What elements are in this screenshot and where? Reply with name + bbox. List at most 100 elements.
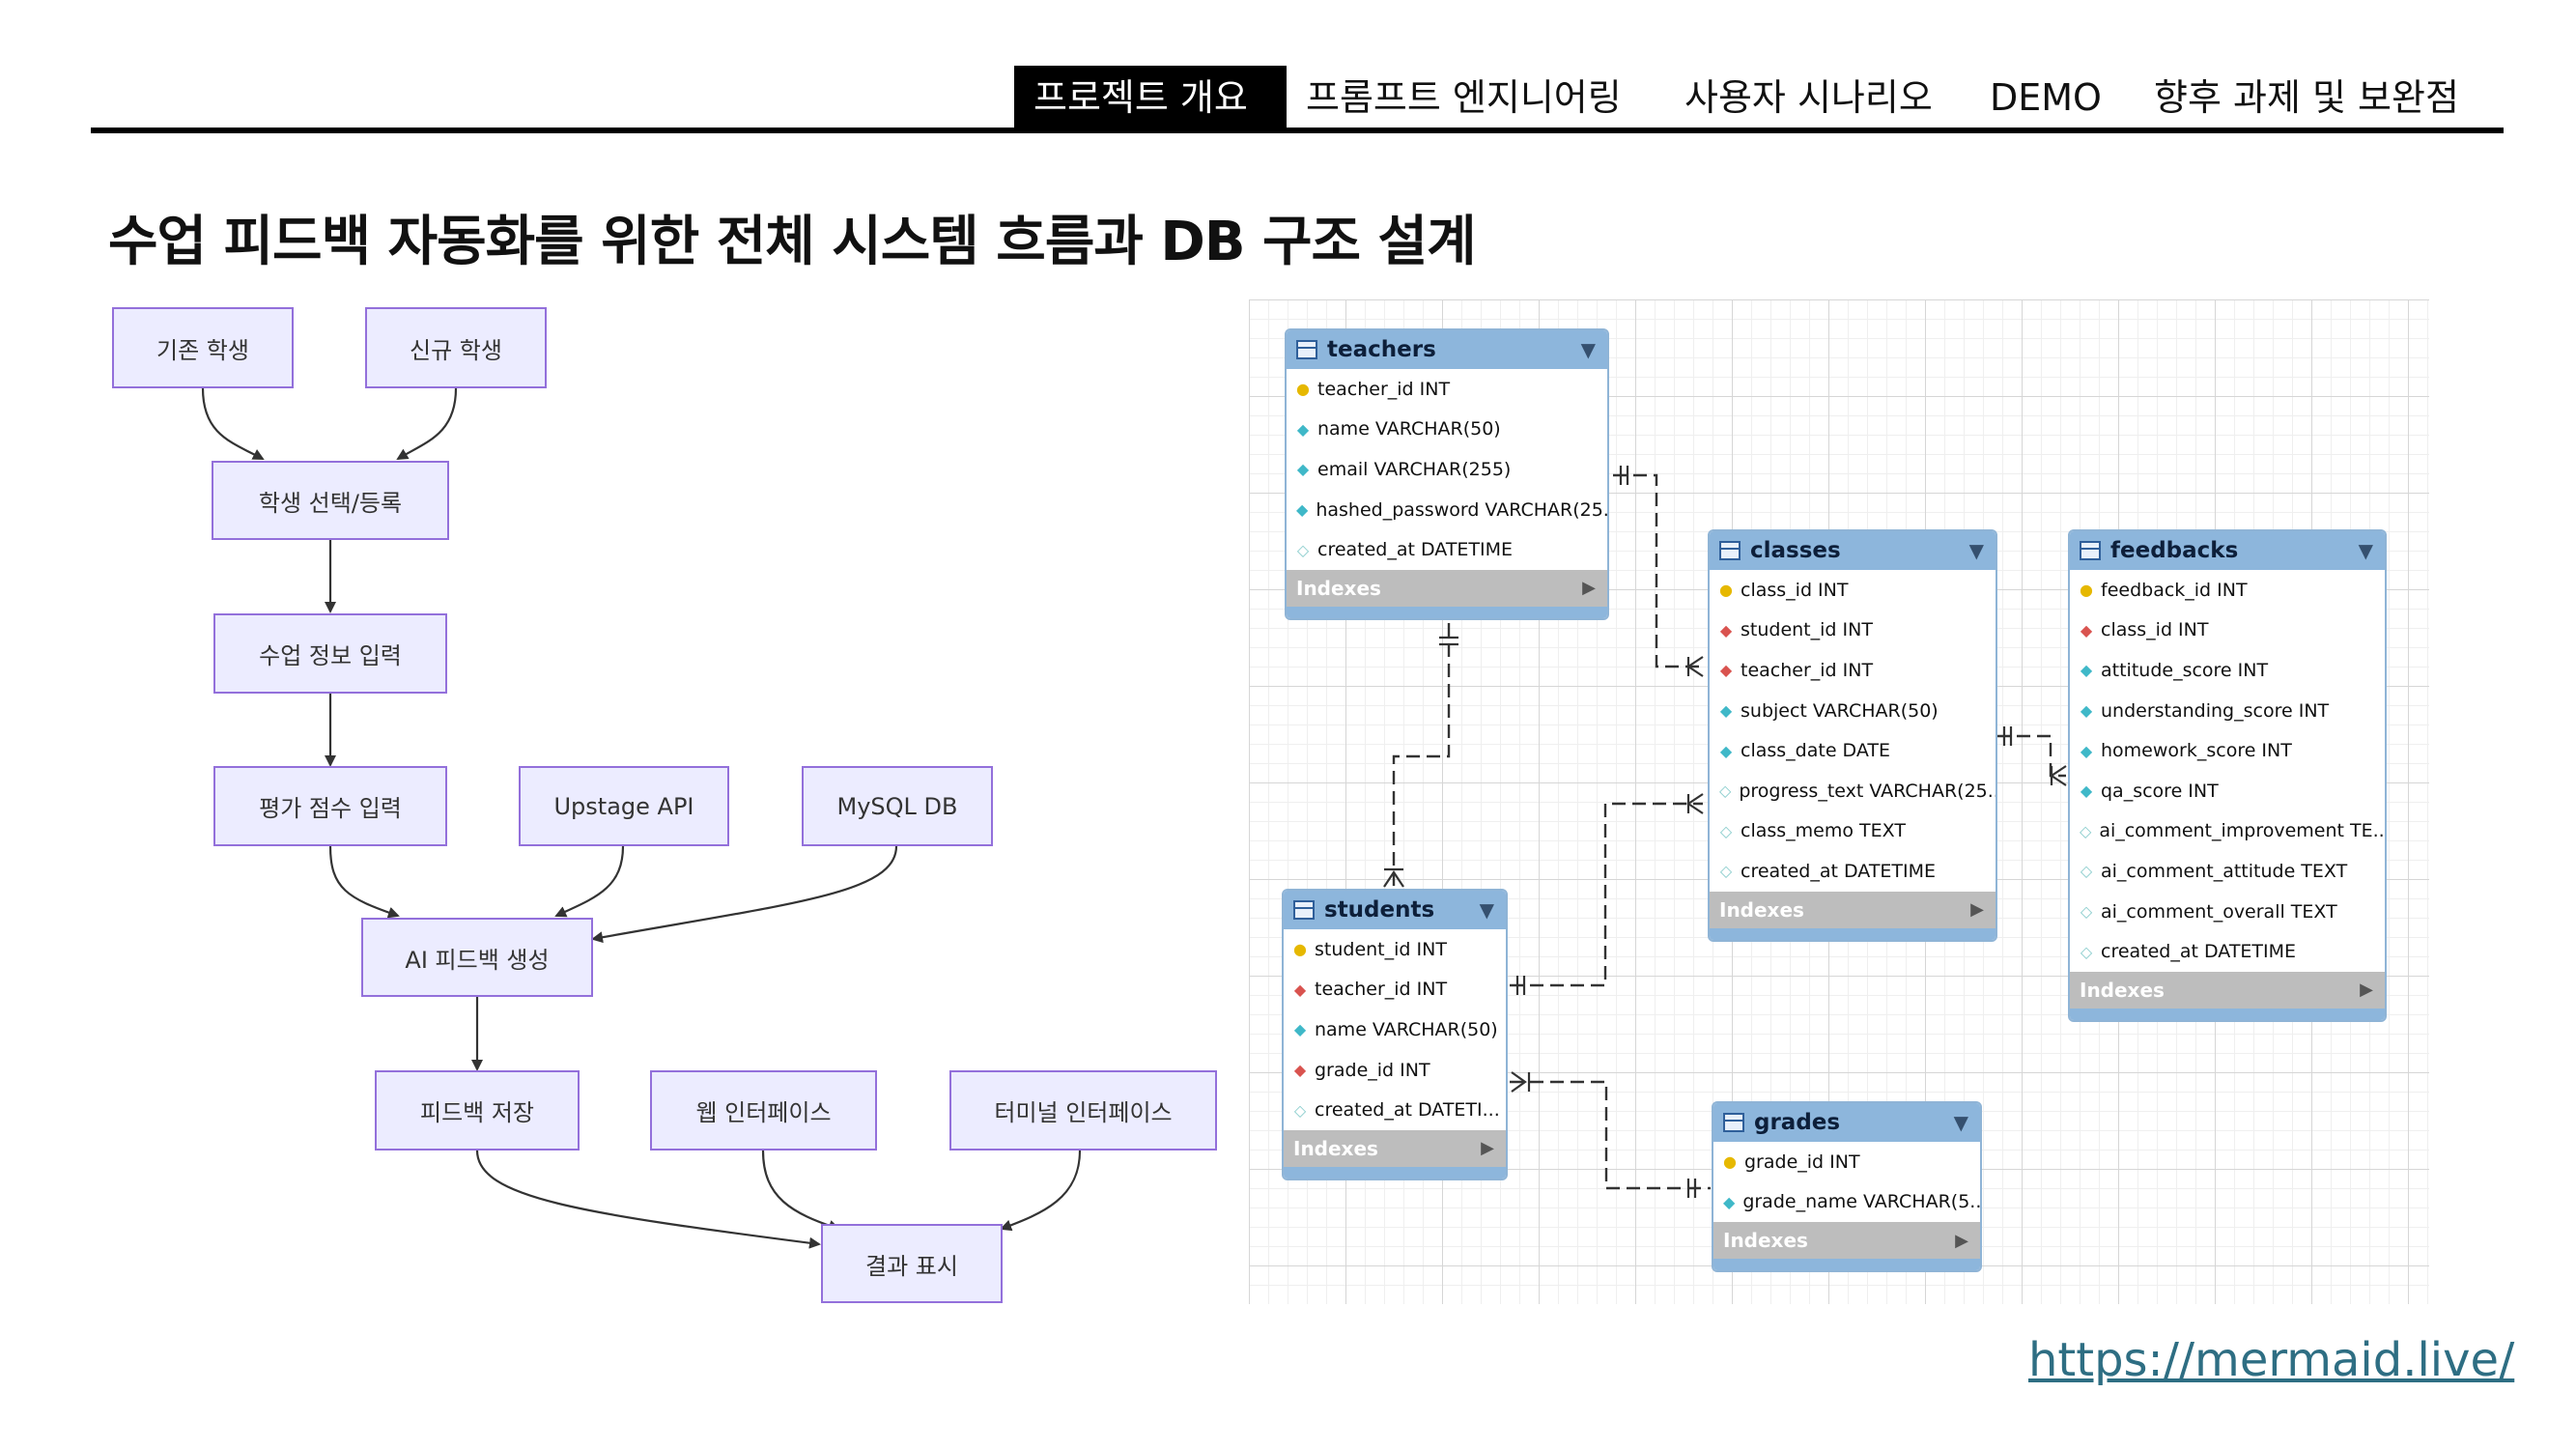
primary-key-icon: ● (1296, 380, 1310, 399)
er-table-footer (1284, 1166, 1506, 1179)
edge-upstage-ai (554, 845, 625, 918)
er-table-header: classes ▼ (1710, 531, 1996, 570)
er-table-header: feedbacks ▼ (2070, 531, 2385, 570)
er-table-footer (2070, 1008, 2385, 1020)
er-table-footer (1287, 606, 1607, 618)
node-class-info: 수업 정보 입력 (213, 613, 447, 694)
rel-teachers-classes (1613, 473, 1703, 668)
table-icon (1723, 1113, 1744, 1132)
er-column: ◇ai_comment_attitude TEXT (2080, 860, 2348, 882)
er-column: ◇progress_text VARCHAR(25... (1719, 780, 1996, 802)
column-icon: ◆ (2080, 661, 2093, 680)
er-column: ●student_id INT (1293, 938, 1447, 960)
mermaid-link[interactable]: https://mermaid.live/ (2028, 1333, 2515, 1387)
er-column: ●grade_id INT (1723, 1151, 1860, 1173)
er-column: ◆hashed_password VARCHAR(25... (1296, 498, 1607, 521)
er-table-teachers: teachers ▼ ●teacher_id INT ◆name VARCHAR… (1285, 328, 1609, 620)
er-column: ◆attitude_score INT (2080, 659, 2269, 681)
primary-key-icon: ● (2080, 581, 2093, 600)
er-column: ◆understanding_score INT (2080, 699, 2330, 722)
nav-tab-overview[interactable]: 프로젝트 개요 (1014, 66, 1287, 129)
edge-new-select (396, 387, 458, 461)
er-column: ◆name VARCHAR(50) (1293, 1018, 1498, 1040)
er-column: ◆grade_id INT (1293, 1059, 1430, 1081)
er-table-name: grades (1754, 1110, 1841, 1135)
primary-key-icon: ● (1723, 1152, 1737, 1172)
node-result-display: 결과 표시 (821, 1224, 1003, 1303)
er-column: ◆qa_score INT (2080, 780, 2219, 802)
collapse-arrow-icon[interactable]: ▼ (1968, 539, 1984, 562)
column-icon: ◆ (1296, 460, 1310, 479)
nullable-column-icon: ◇ (1719, 862, 1733, 881)
er-indexes-row[interactable]: Indexes▶ (1284, 1129, 1506, 1167)
table-icon (1293, 900, 1315, 920)
er-indexes-row[interactable]: Indexes▶ (2070, 971, 2385, 1009)
node-ai-feedback: AI 피드백 생성 (361, 918, 593, 997)
node-score-input: 평가 점수 입력 (213, 766, 447, 846)
rel-students-grades (1510, 1080, 1711, 1190)
er-column: ◆email VARCHAR(255) (1296, 458, 1512, 480)
er-column: ◆teacher_id INT (1719, 659, 1874, 681)
er-table-name: students (1324, 897, 1435, 923)
nullable-column-icon: ◇ (2080, 902, 2093, 922)
er-indexes-row[interactable]: Indexes▶ (1713, 1222, 1980, 1260)
nav-tab-prompt-engineering[interactable]: 프롬프트 엔지니어링 (1306, 76, 1622, 119)
expand-arrow-icon: ▶ (1970, 899, 1984, 921)
rel-classes-feedbacks (1996, 734, 2066, 778)
er-indexes-row[interactable]: Indexes▶ (1287, 569, 1607, 607)
expand-arrow-icon: ▶ (1582, 578, 1596, 599)
column-icon: ◆ (1719, 741, 1733, 760)
nullable-column-icon: ◇ (1719, 781, 1732, 801)
column-icon: ◆ (1296, 419, 1310, 439)
node-student-select: 학생 선택/등록 (212, 461, 449, 540)
nullable-column-icon: ◇ (1296, 540, 1310, 559)
table-icon (1296, 340, 1317, 359)
foreign-key-icon: ◆ (1719, 620, 1733, 639)
er-column: ◇ai_comment_improvement TE... (2080, 820, 2385, 842)
nav-tab-future-work[interactable]: 향후 과제 및 보완점 (2154, 76, 2459, 119)
node-existing-student: 기존 학생 (112, 307, 294, 388)
column-icon: ◆ (2080, 701, 2093, 721)
er-table-header: teachers ▼ (1287, 330, 1607, 369)
collapse-arrow-icon[interactable]: ▼ (1479, 898, 1494, 922)
er-column: ◆grade_name VARCHAR(5... (1723, 1191, 1980, 1213)
node-mysql-db: MySQL DB (802, 766, 993, 846)
nav-tab-user-scenario[interactable]: 사용자 시나리오 (1684, 76, 1933, 119)
collapse-arrow-icon[interactable]: ▼ (1580, 338, 1596, 361)
nullable-column-icon: ◇ (2080, 862, 2093, 881)
nav-divider (91, 128, 2504, 133)
edge-existing-select (201, 387, 265, 460)
er-table-footer (1710, 927, 1996, 940)
table-icon (2080, 541, 2101, 560)
edge-save-result (475, 1150, 821, 1249)
table-icon (1719, 541, 1741, 560)
er-table-classes: classes ▼ ●class_id INT ◆student_id INT … (1708, 529, 1997, 942)
er-table-grades: grades ▼ ●grade_id INT ◆grade_name VARCH… (1712, 1101, 1982, 1273)
flowchart-edges (201, 387, 1082, 1249)
nullable-column-icon: ◇ (1293, 1100, 1307, 1120)
foreign-key-icon: ◆ (1719, 661, 1733, 680)
collapse-arrow-icon[interactable]: ▼ (1953, 1111, 1968, 1134)
foreign-key-icon: ◆ (2080, 620, 2093, 639)
expand-arrow-icon: ▶ (1955, 1230, 1968, 1251)
expand-arrow-icon: ▶ (2360, 980, 2373, 1001)
node-web-interface: 웹 인터페이스 (650, 1070, 877, 1151)
er-table-name: teachers (1327, 337, 1436, 362)
node-feedback-save: 피드백 저장 (375, 1070, 580, 1151)
edge-score-ai (328, 845, 400, 919)
column-icon: ◆ (2080, 781, 2093, 801)
expand-arrow-icon: ▶ (1481, 1138, 1494, 1159)
er-column: ◆homework_score INT (2080, 740, 2292, 762)
edge-web-result (761, 1150, 840, 1232)
column-icon: ◆ (1723, 1192, 1736, 1211)
column-icon: ◆ (2080, 741, 2093, 760)
er-column: ◇ai_comment_overall TEXT (2080, 900, 2337, 923)
top-nav: 프로젝트 개요 프롬프트 엔지니어링 사용자 시나리오 DEMO 향후 과제 및… (0, 66, 2576, 133)
collapse-arrow-icon[interactable]: ▼ (2358, 539, 2373, 562)
er-indexes-row[interactable]: Indexes▶ (1710, 891, 1996, 928)
nav-tab-demo[interactable]: DEMO (1990, 76, 2102, 119)
er-table-feedbacks: feedbacks ▼ ●feedback_id INT ◆class_id I… (2068, 529, 2387, 1022)
node-new-student: 신규 학생 (365, 307, 547, 388)
er-column: ◆teacher_id INT (1293, 979, 1448, 1001)
page-title: 수업 피드백 자동화를 위한 전체 시스템 흐름과 DB 구조 설계 (108, 211, 1477, 273)
